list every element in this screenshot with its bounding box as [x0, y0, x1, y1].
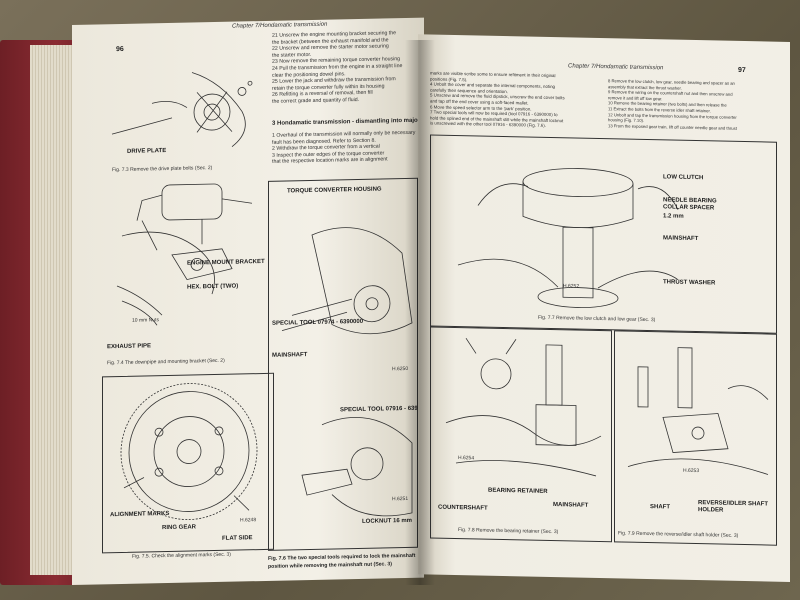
label-countershaft: COUNTERSHAFT: [438, 504, 488, 512]
bearing-retainer-illustration: [445, 337, 602, 477]
label-exhaust-pipe: EXHAUST PIPE: [107, 343, 152, 351]
running-header: Chapter 7/Hondamatic transmission: [232, 21, 328, 30]
figure-caption: Fig. 7.6 The two special tools required …: [268, 552, 416, 562]
steps-section: 1 Overhaul of the transmission will norm…: [272, 130, 415, 166]
figure-code: H.6253: [683, 467, 700, 475]
low-clutch-illustration: [457, 168, 679, 308]
label-shaft: SHAFT: [650, 504, 670, 511]
text-line: the correct grade and quantity of fluid.: [272, 96, 360, 105]
label-drive-plate: DRIVE PLATE: [127, 148, 167, 155]
right-page: Chapter 7/Hondamatic transmission 97 mar…: [418, 34, 790, 583]
page-number: 97: [738, 66, 746, 75]
mounting-bracket-illustration: [116, 183, 253, 326]
label-thrust-washer: THRUST WASHER: [663, 279, 716, 287]
label-hex-bolt: HEX. BOLT (TWO): [187, 283, 239, 291]
steps-top: 21 Unscrew the engine mounting bracket s…: [272, 30, 402, 105]
figure-caption: Fig. 7.3 Remove the drive plate bolts (S…: [112, 165, 213, 174]
column-2-text: 8 Remove the low clutch, low gear, needl…: [608, 78, 737, 131]
label-text: ENGINE MOUNT BRACKET: [187, 258, 265, 267]
figure-caption: Fig. 7.5. Check the alignment marks (Sec…: [132, 551, 231, 560]
drive-plate-illustration: [111, 72, 253, 147]
figure-code: H.6252: [563, 283, 580, 290]
running-header: Chapter 7/Hondamatic transmission: [568, 63, 664, 72]
page-number: 96: [116, 45, 124, 54]
figure-code: H.6248: [240, 517, 257, 524]
torque-converter-illustration: [281, 227, 413, 517]
label-mainshaft: MAINSHAFT: [553, 502, 589, 509]
label-ring-gear: RING GEAR: [162, 524, 197, 532]
left-page: 96 Chapter 7/Hondamatic transmission 21 …: [72, 17, 424, 586]
label-flat-side: FLAT SIDE: [222, 535, 253, 542]
section-title: 3 Hondamatic transmission - dismantling …: [272, 117, 424, 127]
figure-caption: position while removing the mainshaft nu…: [268, 561, 392, 570]
label-alignment-marks: ALIGNMENT MARKS: [110, 510, 170, 519]
figure-caption: Fig. 7.4 The downpipe and mounting brack…: [107, 357, 225, 367]
figure-code: H.6254: [458, 455, 475, 462]
label-nuts: 10 mm Nuts: [132, 317, 159, 324]
column-1-text: marks are visible scribe some to ensure …: [430, 70, 565, 129]
label-needle-bearing: NEEDLE BEARING COLLAR SPACER: [663, 197, 717, 212]
label-low-clutch: LOW CLUTCH: [663, 174, 704, 182]
flywheel-illustration: [120, 383, 258, 520]
book-gutter: [405, 40, 435, 585]
label-mainshaft: MAINSHAFT: [663, 235, 699, 243]
label-mainshaft: MAINSHAFT: [272, 352, 308, 359]
shaft-holder-illustration: [627, 347, 769, 475]
label-spacer-size: 1.2 mm: [663, 213, 684, 220]
label-reverse-idler-shaft-holder: REVERSE/IDLER SHAFT HOLDER: [698, 500, 769, 514]
label-bearing-retainer: BEARING RETAINER: [488, 487, 548, 495]
